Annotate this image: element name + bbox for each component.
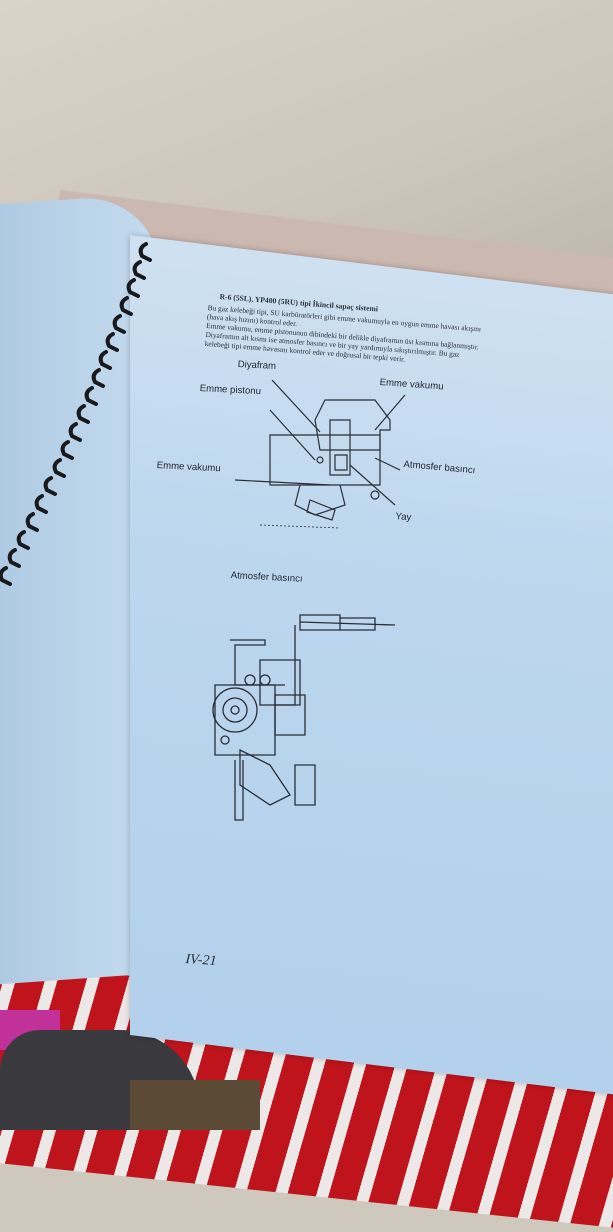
carburetor-diagram-1 bbox=[234, 379, 406, 529]
page-number: IV-21 bbox=[184, 952, 218, 970]
carburetor-diagram-2 bbox=[212, 614, 396, 821]
cardboard-edge bbox=[130, 1080, 260, 1130]
